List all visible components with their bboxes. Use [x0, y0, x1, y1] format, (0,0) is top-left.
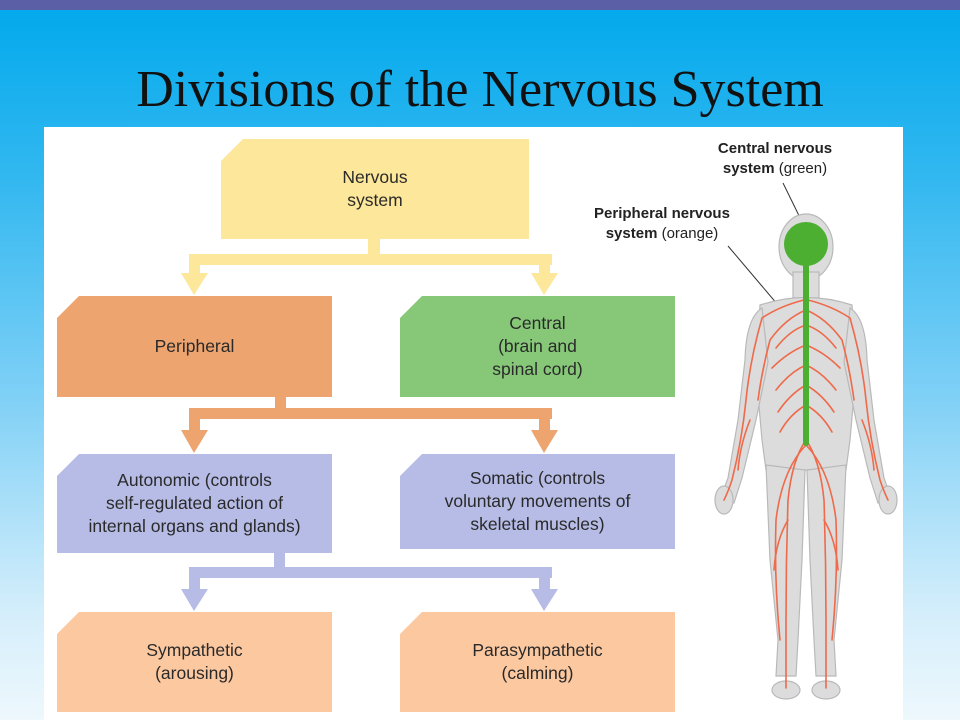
- box-nervous-system: Nervous system: [221, 139, 529, 239]
- callout-pns-color: (orange): [661, 225, 719, 242]
- callout-central-nervous-system: Central nervous system (green): [690, 139, 860, 179]
- box-central-label: Central (brain and spinal cord): [492, 313, 583, 379]
- box-autonomic: Autonomic (controls self-regulated actio…: [57, 454, 332, 553]
- callout-pns-bold-1: Peripheral nervous: [594, 205, 730, 222]
- box-central: Central (brain and spinal cord): [400, 296, 675, 397]
- slide-title: Divisions of the Nervous System: [136, 61, 824, 118]
- box-parasympathetic: Parasympathetic (calming): [400, 612, 675, 712]
- connector-nervous: [181, 239, 558, 295]
- brain: [784, 222, 828, 266]
- connector-peripheral: [181, 397, 558, 453]
- callout-peripheral-nervous-system: Peripheral nervous system (orange): [572, 204, 752, 244]
- spinal-cord: [803, 262, 809, 446]
- box-peripheral-label: Peripheral: [154, 336, 235, 356]
- connector-autonomic: [181, 553, 558, 611]
- box-autonomic-label: Autonomic (controls self-regulated actio…: [88, 470, 301, 536]
- box-parasympathetic-label: Parasympathetic (calming): [472, 640, 603, 683]
- box-somatic: Somatic (controls voluntary movements of…: [400, 454, 675, 549]
- top-accent-bar: [0, 0, 960, 10]
- box-sympathetic: Sympathetic (arousing): [57, 612, 332, 712]
- callout-cns-bold-2: system: [722, 160, 775, 177]
- box-somatic-label: Somatic (controls voluntary movements of…: [444, 468, 631, 534]
- leader-line-pns: [727, 245, 779, 306]
- central-nervous-system: [784, 222, 828, 446]
- callout-cns-color: (green): [778, 160, 828, 177]
- callout-cns-bold-1: Central nervous: [717, 140, 833, 157]
- box-peripheral: Peripheral: [57, 296, 332, 397]
- box-nervous-system-label: Nervous system: [342, 167, 408, 210]
- callout-pns-bold-2: system: [605, 225, 658, 242]
- box-sympathetic-label: Sympathetic (arousing): [146, 640, 243, 683]
